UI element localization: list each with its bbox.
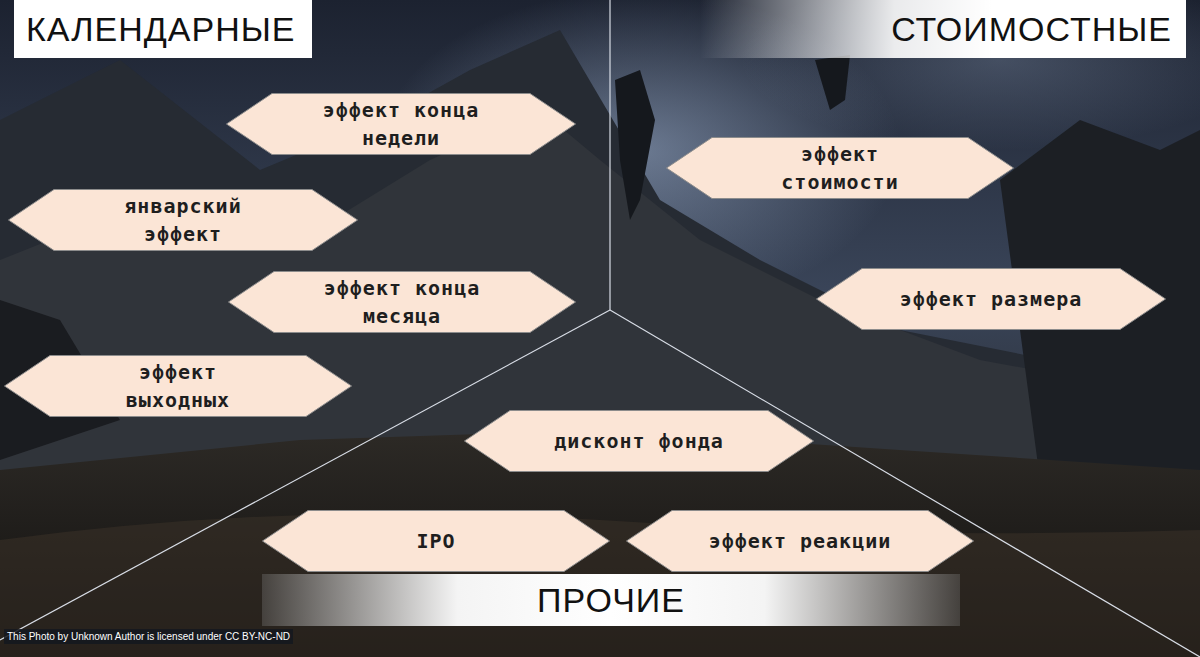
hexagon-shape — [227, 94, 576, 155]
hexagon-shape — [465, 411, 814, 472]
hexagon-shape — [263, 511, 610, 572]
effect-label: IPO — [342, 527, 530, 555]
effect-hexagon: эффект стоимости — [666, 137, 1014, 199]
hexagon-shape — [5, 356, 352, 417]
effect-label: эффект стоимости — [746, 140, 934, 196]
category-label: СТОИМОСТНЫЕ — [891, 9, 1172, 49]
effect-hexagon: январский эффект — [8, 189, 358, 251]
hexagon-shape — [817, 269, 1166, 330]
category-header: КАЛЕНДАРНЫЕ — [14, 0, 312, 58]
effect-label: январский эффект — [89, 192, 277, 248]
photo-credit: This Photo by Unknown Author is licensed… — [4, 629, 293, 644]
effect-label: эффект реакции — [706, 527, 894, 555]
effect-hexagon: дисконт фонда — [464, 410, 814, 472]
effect-label: эффект выходных — [84, 358, 272, 414]
hexagon-shape — [229, 272, 576, 333]
category-label: ПРОЧИЕ — [537, 580, 685, 620]
effect-hexagon: эффект конца месяца — [228, 271, 576, 333]
effect-label: дисконт фонда — [545, 427, 733, 455]
effect-hexagon: эффект размера — [816, 268, 1166, 330]
category-label: КАЛЕНДАРНЫЕ — [26, 9, 296, 49]
effect-hexagon: эффект выходных — [4, 355, 352, 417]
effect-hexagon: IPO — [262, 510, 610, 572]
hexagon-shape — [627, 511, 974, 572]
hexagon-shape — [9, 190, 358, 251]
category-header: СТОИМОСТНЫЕ — [700, 0, 1186, 58]
category-header: ПРОЧИЕ — [262, 574, 960, 626]
effect-label: эффект размера — [897, 285, 1085, 313]
effect-label: эффект конца месяца — [308, 274, 496, 330]
effect-hexagon: эффект реакции — [626, 510, 974, 572]
effect-label: эффект конца недели — [307, 96, 495, 152]
hexagon-shape — [667, 138, 1014, 199]
effect-hexagon: эффект конца недели — [226, 93, 576, 155]
